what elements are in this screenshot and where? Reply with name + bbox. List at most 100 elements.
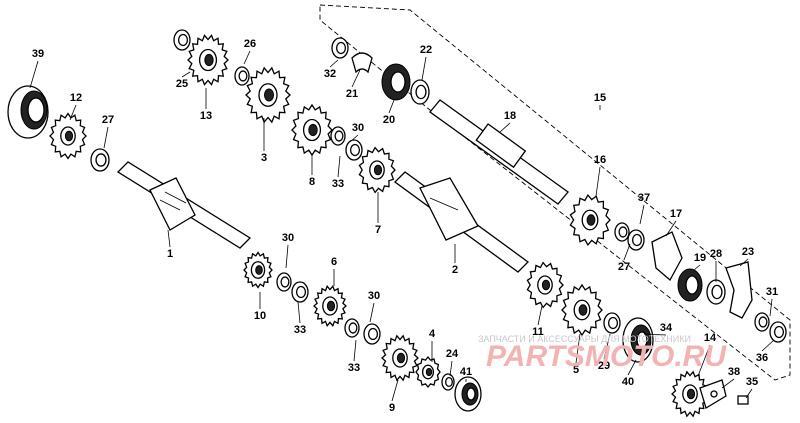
part-number: 33 <box>332 178 344 190</box>
bearing-40 <box>622 317 654 363</box>
gear-10 <box>561 283 603 337</box>
part-number: 10 <box>254 310 266 322</box>
part-number: 17 <box>670 208 682 220</box>
part-label-24: 24 <box>446 348 459 377</box>
part-label-11: 11 <box>532 305 544 338</box>
washer-0 <box>173 29 191 51</box>
washer-17 <box>769 321 787 343</box>
washer-5 <box>330 126 346 146</box>
part-number: 39 <box>32 48 44 60</box>
part-label-36: 36 <box>756 339 775 364</box>
part-number: 8 <box>309 176 315 188</box>
part-label-14: 14 <box>697 332 717 377</box>
part-number: 23 <box>742 246 754 258</box>
part-label-30: 30 <box>349 122 364 143</box>
part-number: 3 <box>261 152 267 164</box>
part-number: 40 <box>622 376 634 388</box>
watermark-logo: PARTSMOTO.RU <box>486 340 727 373</box>
gear-1 <box>245 66 291 124</box>
part-label-41: 41 <box>460 366 472 382</box>
washer-16 <box>754 312 770 332</box>
part-label-26: 26 <box>243 38 256 65</box>
part-number: 34 <box>660 322 673 334</box>
part-label-29: 29 <box>598 333 611 372</box>
part-label-40: 40 <box>622 359 637 388</box>
washer-10 <box>363 323 381 345</box>
part-number: 11 <box>532 326 544 338</box>
part-number: 41 <box>460 366 472 378</box>
watermark-caption: ЗАПЧАСТИ И АКСЕССУАРЫ ДЛЯ МОТОТЕХНИКИ <box>478 334 691 344</box>
kickstarter-shaft <box>429 99 569 205</box>
part-label-30: 30 <box>368 290 380 323</box>
part-number: 6 <box>331 256 337 268</box>
gears-layer <box>49 34 709 418</box>
part-number: 32 <box>324 68 336 80</box>
subassembly-outline <box>319 4 791 381</box>
part-label-30: 30 <box>282 232 294 269</box>
part-number: 35 <box>746 376 758 388</box>
part-label-4: 4 <box>429 328 436 362</box>
part-number: 7 <box>375 224 381 236</box>
part-label-18: 18 <box>499 110 516 133</box>
part-label-33: 33 <box>348 339 360 374</box>
gear-6 <box>313 285 347 327</box>
part-label-12: 12 <box>69 92 82 121</box>
part-number: 2 <box>452 264 458 276</box>
part-label-38: 38 <box>721 366 740 389</box>
washer-8 <box>291 281 309 303</box>
part-label-33: 33 <box>294 301 306 336</box>
part-number: 31 <box>766 286 778 298</box>
part-number: 19 <box>694 252 706 264</box>
part-label-9: 9 <box>389 379 399 414</box>
part-label-25: 25 <box>176 71 191 90</box>
stopper-38 <box>699 379 727 409</box>
part-number: 15 <box>594 92 606 104</box>
part-number: 36 <box>756 352 768 364</box>
spring-19 <box>677 268 703 302</box>
washer-15 <box>706 279 726 305</box>
part-label-27: 27 <box>618 243 631 273</box>
part-number: 26 <box>244 38 256 50</box>
gear-3 <box>358 146 396 194</box>
part-label-27: 27 <box>102 114 114 149</box>
gear-2 <box>291 103 333 157</box>
gear-9 <box>526 261 564 309</box>
part-label-28: 28 <box>710 248 722 282</box>
part-number: 20 <box>383 114 395 126</box>
part-label-21: 21 <box>346 69 361 100</box>
washer-6 <box>345 139 363 161</box>
washers-layer <box>90 29 787 391</box>
part-number: 5 <box>573 364 579 376</box>
gear-4 <box>569 193 611 247</box>
part-number: 13 <box>200 110 212 122</box>
part-label-13: 13 <box>200 88 212 122</box>
part-number: 30 <box>282 232 294 244</box>
part-number: 38 <box>728 366 740 378</box>
part-label-15: 15 <box>594 92 606 110</box>
part-label-1: 1 <box>167 229 173 260</box>
part-number: 21 <box>346 88 358 100</box>
part-number: 12 <box>70 92 82 104</box>
part-labels-layer: 3912271252613383033723010336303394244111… <box>29 38 778 414</box>
part-label-17: 17 <box>665 208 682 237</box>
gear-8 <box>415 355 441 389</box>
washer-11 <box>441 373 455 391</box>
part-number: 33 <box>294 324 306 336</box>
mainshaft <box>116 161 252 249</box>
part-label-16: 16 <box>594 154 606 197</box>
part-label-20: 20 <box>383 99 395 126</box>
gear-5 <box>243 251 273 289</box>
part-number: 24 <box>446 348 459 360</box>
collar-21 <box>351 52 373 74</box>
part-label-19: 19 <box>693 252 706 271</box>
gear-7 <box>381 334 419 382</box>
part-number: 22 <box>420 44 432 56</box>
washer-13 <box>614 222 630 242</box>
bolt-35 <box>737 395 749 405</box>
part-number: 37 <box>638 192 650 204</box>
washer-3 <box>331 37 349 59</box>
part-label-23: 23 <box>739 246 754 267</box>
washer-14 <box>627 229 645 251</box>
bearing-41 <box>454 376 482 412</box>
